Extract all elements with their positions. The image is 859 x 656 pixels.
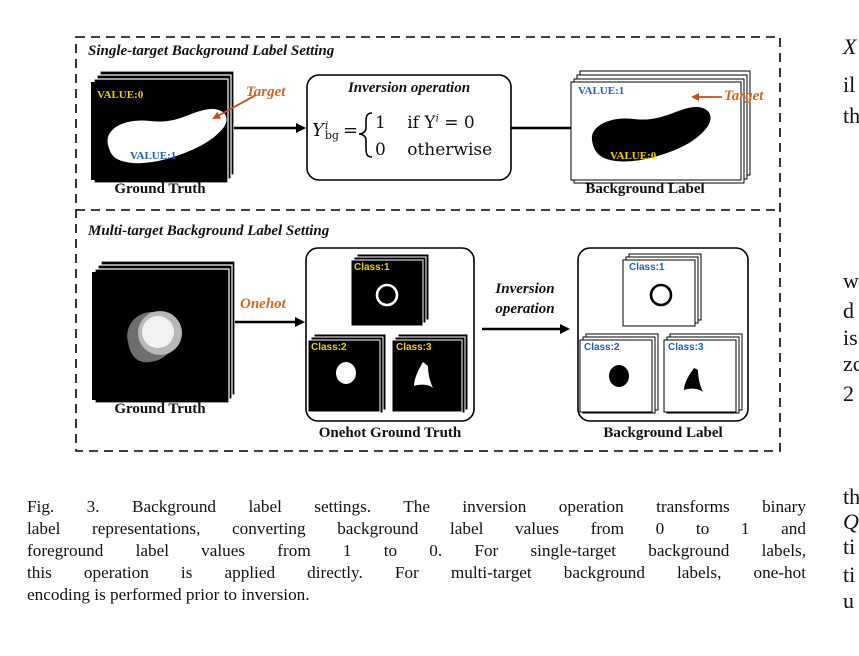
side-col-5: is	[843, 325, 858, 350]
side-col-6: zc	[843, 351, 859, 376]
onehot-class1-label: Class:1	[354, 262, 390, 273]
multi-gt-stack	[92, 260, 236, 404]
multi-op-line1: Inversion	[495, 281, 555, 297]
side-col-1: il	[843, 72, 856, 97]
single-bg-value1: VALUE:1	[578, 85, 625, 97]
side-col-9: Q	[843, 509, 859, 534]
side-col-8: th	[843, 484, 859, 509]
side-col-10: ti	[843, 534, 856, 559]
side-col-0: X	[843, 34, 857, 59]
formula-row1-cond: if Yi = 0	[407, 113, 474, 133]
formula-row1-cond-sup: i	[435, 113, 439, 125]
single-gt-caption: Ground Truth	[114, 181, 206, 197]
formula-row1: 1 if Yi = 0	[375, 113, 475, 133]
onehot-class2-stack	[307, 333, 387, 414]
onehot-class3-label: Class:3	[396, 342, 432, 353]
multi-gt-region-light	[142, 316, 174, 348]
bg-class3-stack	[663, 333, 743, 414]
single-gt-target-label: Target	[246, 84, 286, 100]
formula-row2-value: 0	[375, 140, 386, 160]
formula-equals: =	[342, 120, 359, 141]
multi-op-line2: operation	[495, 301, 555, 317]
single-gt-value0: VALUE:0	[97, 89, 144, 101]
side-col-3: w	[843, 268, 859, 293]
single-bg-caption: Background Label	[585, 181, 705, 197]
outer-dashed-frame	[75, 36, 781, 452]
formula-row2-cond: otherwise	[407, 140, 493, 160]
side-col-12: u	[843, 588, 854, 613]
formula-lhs-symbol: Y	[312, 120, 324, 141]
onehot-class2-label: Class:2	[311, 342, 347, 353]
onehot-caption: Onehot Ground Truth	[318, 425, 462, 441]
single-gt-stack	[91, 70, 235, 184]
onehot-class1-stack	[350, 253, 430, 327]
bg-class2-label: Class:2	[584, 342, 620, 353]
side-col-11: ti	[843, 562, 856, 587]
caption-line-2: label representations, converting backgr…	[27, 519, 806, 538]
caption-line-3: foreground label values from 1 to 0. For…	[27, 541, 806, 560]
formula-lhs-sub: bg	[324, 129, 339, 142]
onehot-class3-stack	[391, 333, 469, 414]
formula-brace	[358, 112, 373, 158]
single-bg-target-label: Target	[724, 88, 764, 104]
bg-class3-label: Class:3	[668, 342, 704, 353]
side-col-4: d	[843, 298, 854, 323]
single-gt-value1: VALUE:1	[130, 150, 177, 162]
formula-row1-cond-text: if Y	[407, 113, 436, 133]
formula-row1-cond-tail: = 0	[444, 113, 475, 133]
side-col-2: th	[843, 103, 859, 128]
formula-row2: 0 otherwise	[375, 140, 492, 160]
multi-bg-caption: Background Label	[603, 425, 723, 441]
formula-row1-value: 1	[375, 113, 386, 133]
single-gt-blob	[107, 108, 227, 164]
multi-panel-title: Multi-target Background Label Setting	[88, 223, 330, 239]
single-panel-title: Single-target Background Label Setting	[88, 43, 335, 59]
bg-class1-label: Class:1	[629, 262, 665, 273]
bg-class2-stack	[579, 333, 659, 414]
multi-gt-caption: Ground Truth	[114, 401, 206, 417]
single-bg-value0: VALUE:0	[610, 150, 657, 162]
single-bg-blob	[591, 106, 711, 162]
single-bg-stack	[570, 70, 751, 184]
inversion-op-title: Inversion operation	[347, 80, 471, 96]
bg-class1-stack	[622, 253, 702, 327]
figure-caption: Fig. 3. Background label settings. The i…	[27, 496, 806, 606]
side-col-7: 2	[843, 381, 854, 406]
caption-line-1: Fig. 3. Background label settings. The i…	[27, 497, 806, 516]
single-gt-target-arrow	[212, 94, 257, 119]
onehot-arrow-label: Onehot	[240, 296, 286, 312]
caption-line-5: encoding is performed prior to inversion…	[27, 585, 310, 604]
caption-line-4: this operation is applied directly. For …	[27, 563, 806, 582]
formula-lhs-sup: i	[324, 119, 329, 132]
